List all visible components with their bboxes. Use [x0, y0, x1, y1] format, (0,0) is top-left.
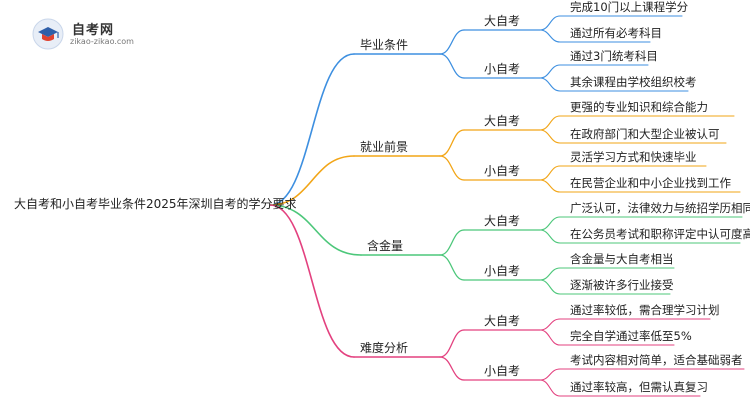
group-node: 大自考: [484, 114, 521, 128]
leaf-node: 通过率较低，需合理学习计划: [570, 303, 720, 317]
leaf-connector: [539, 229, 561, 244]
leaf-node: 完全自学通过率低至5%: [570, 329, 692, 343]
branch-node: 难度分析: [360, 341, 409, 355]
leaf-node: 通过率较高，但需认真复习: [570, 380, 708, 394]
leaf-connector: [539, 216, 561, 231]
leaf-connector: [539, 129, 561, 144]
root-node: 大自考和小自考毕业条件2025年深圳自考的学分要求: [14, 197, 297, 211]
leaf-connector: [539, 379, 561, 397]
branch-connector: [269, 204, 355, 358]
leaf-node: 广泛认可，法律效力与统招学历相同: [570, 201, 750, 215]
leaf-connector: [539, 15, 561, 31]
leaf-node: 含金量与大自考相当: [570, 252, 674, 266]
group-node: 大自考: [484, 14, 521, 28]
branch-node: 含金量: [367, 239, 404, 253]
branch-node: 就业前景: [360, 140, 409, 154]
group-connector: [439, 155, 465, 181]
leaf-connector: [539, 115, 561, 131]
leaf-connector: [539, 179, 561, 193]
branch-node: 毕业条件: [360, 38, 409, 52]
group-node: 大自考: [484, 214, 521, 228]
leaf-node: 通过3门统考科目: [570, 49, 658, 63]
group-node: 小自考: [484, 164, 521, 178]
leaf-node: 考试内容相对简单，适合基础弱者: [570, 353, 743, 367]
leaf-node: 完成10门以上课程学分: [570, 0, 689, 14]
branch-connector: [269, 53, 355, 206]
site-logo[interactable]: 自考网 zikao-zikao.com: [32, 18, 152, 52]
group-connector: [439, 254, 465, 281]
leaf-connector: [539, 279, 561, 295]
group-connector: [439, 129, 465, 157]
leaf-node: 逐渐被许多行业接受: [570, 278, 674, 292]
leaf-connector: [539, 29, 561, 43]
leaf-node: 更强的专业知识和综合能力: [570, 100, 708, 114]
leaf-node: 通过所有必考科目: [570, 26, 662, 40]
group-connector: [439, 53, 465, 79]
group-node: 小自考: [484, 364, 521, 378]
group-connector: [439, 356, 465, 381]
group-node: 小自考: [484, 264, 521, 278]
branch-connector: [269, 155, 355, 206]
leaf-connector: [539, 64, 561, 79]
group-node: 小自考: [484, 62, 521, 76]
leaf-node: 在民营企业和中小企业找到工作: [570, 176, 731, 190]
leaf-node: 其余课程由学校组织校考: [570, 75, 697, 89]
group-node: 大自考: [484, 314, 521, 328]
leaf-connector: [539, 267, 561, 281]
branch-connector: [269, 204, 362, 256]
leaf-node: 灵活学习方式和快速毕业: [570, 150, 697, 164]
group-connector: [439, 29, 465, 55]
group-connector: [439, 329, 465, 358]
leaf-connector: [539, 77, 561, 92]
leaf-connector: [539, 318, 561, 331]
logo-url: zikao-zikao.com: [70, 37, 134, 46]
graduation-cap-icon: [32, 18, 64, 50]
logo-name: 自考网: [72, 23, 115, 38]
group-connector: [439, 229, 465, 256]
leaf-connector: [539, 329, 561, 346]
leaf-node: 在政府部门和大型企业被认可: [570, 127, 720, 141]
leaf-connector: [539, 165, 561, 181]
leaf-connector: [539, 368, 561, 381]
leaf-node: 在公务员考试和职称评定中认可度高: [570, 227, 750, 241]
